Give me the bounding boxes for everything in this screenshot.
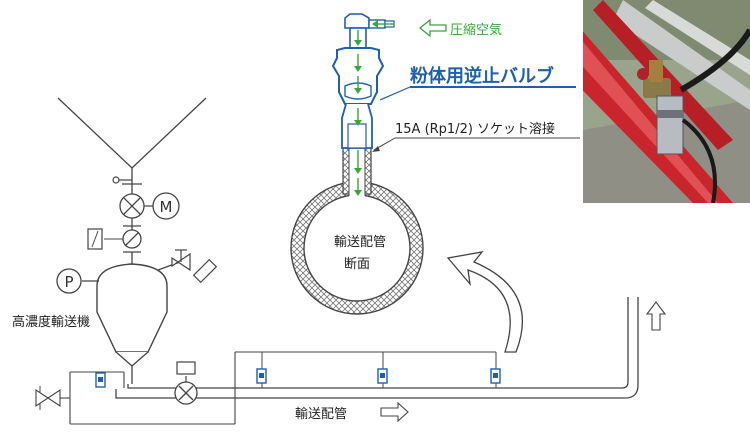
check-valve-icon xyxy=(377,368,388,384)
butterfly-valve-icon xyxy=(87,225,142,253)
socket-weld-label: 15A (Rp1/2) ソケット溶接 xyxy=(395,121,555,137)
compressed-air-label: 圧縮空気 xyxy=(450,22,502,38)
airflow-arrows xyxy=(354,20,394,196)
pressure-label: P xyxy=(64,273,73,291)
check-valve-icon xyxy=(95,372,106,388)
pipe-cross-section xyxy=(290,147,424,315)
discharge-valve-icon xyxy=(174,361,198,405)
valve-title: 粉体用逆止バルブ xyxy=(410,65,554,87)
pipe-section-label-line2: 断面 xyxy=(344,257,370,272)
installation-photo xyxy=(583,0,750,203)
transport-pipe-label: 輸送配管 xyxy=(295,407,347,422)
transport-pipe xyxy=(115,297,639,399)
hopper xyxy=(57,97,207,182)
pipe-section-label-line1: 輸送配管 xyxy=(334,235,386,250)
powder-check-valve xyxy=(331,13,395,149)
conveyor-vessel xyxy=(96,263,168,384)
check-valve-icon xyxy=(256,368,267,384)
vent-valve-icon xyxy=(157,249,218,284)
conveyor-label: 高濃度輸送機 xyxy=(12,314,90,330)
feed-line xyxy=(112,176,142,194)
rotary-valve-icon xyxy=(119,193,153,219)
curved-arrow-icon xyxy=(446,251,524,353)
check-valve-icon xyxy=(490,368,501,384)
pressure-gauge-icon: P xyxy=(56,268,99,294)
motor-label: M xyxy=(160,198,173,216)
motor-icon: M xyxy=(152,192,180,220)
left-arrow-outline-icon xyxy=(418,18,447,38)
right-arrow-outline-icon xyxy=(380,401,409,423)
up-arrow-outline-icon xyxy=(645,301,667,331)
